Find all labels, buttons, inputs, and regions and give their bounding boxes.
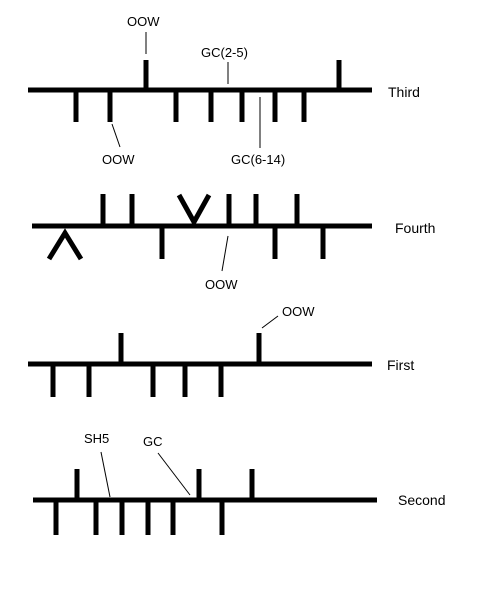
row-label-third: Third: [388, 84, 420, 100]
up-chevron-mark: [176, 193, 212, 228]
leader-line: [221, 235, 229, 272]
annotation-gc: GC: [143, 434, 163, 449]
leader-line: [100, 451, 111, 498]
leader-line: [111, 123, 121, 148]
annotation-sh5: SH5: [84, 431, 109, 446]
row-fourth: OOW Fourth: [32, 193, 435, 292]
row-second: SH5 GC Second: [33, 431, 445, 535]
annotation-gc-2-5: GC(2-5): [201, 45, 248, 60]
down-chevron-mark: [46, 228, 84, 261]
row-label-first: First: [387, 357, 414, 373]
annotation-gc-6-14: GC(6-14): [231, 152, 285, 167]
leader-line: [261, 315, 279, 329]
annotation-oow-top: OOW: [127, 14, 160, 29]
row-third: OOW GC(2-5) OOW GC(6-14) Third: [28, 14, 420, 167]
leader-line: [157, 452, 191, 496]
row-label-fourth: Fourth: [395, 220, 435, 236]
row-label-second: Second: [398, 492, 445, 508]
annotation-oow: OOW: [282, 304, 315, 319]
annotation-oow: OOW: [205, 277, 238, 292]
annotation-oow-bottom: OOW: [102, 152, 135, 167]
row-first: OOW First: [28, 304, 414, 397]
